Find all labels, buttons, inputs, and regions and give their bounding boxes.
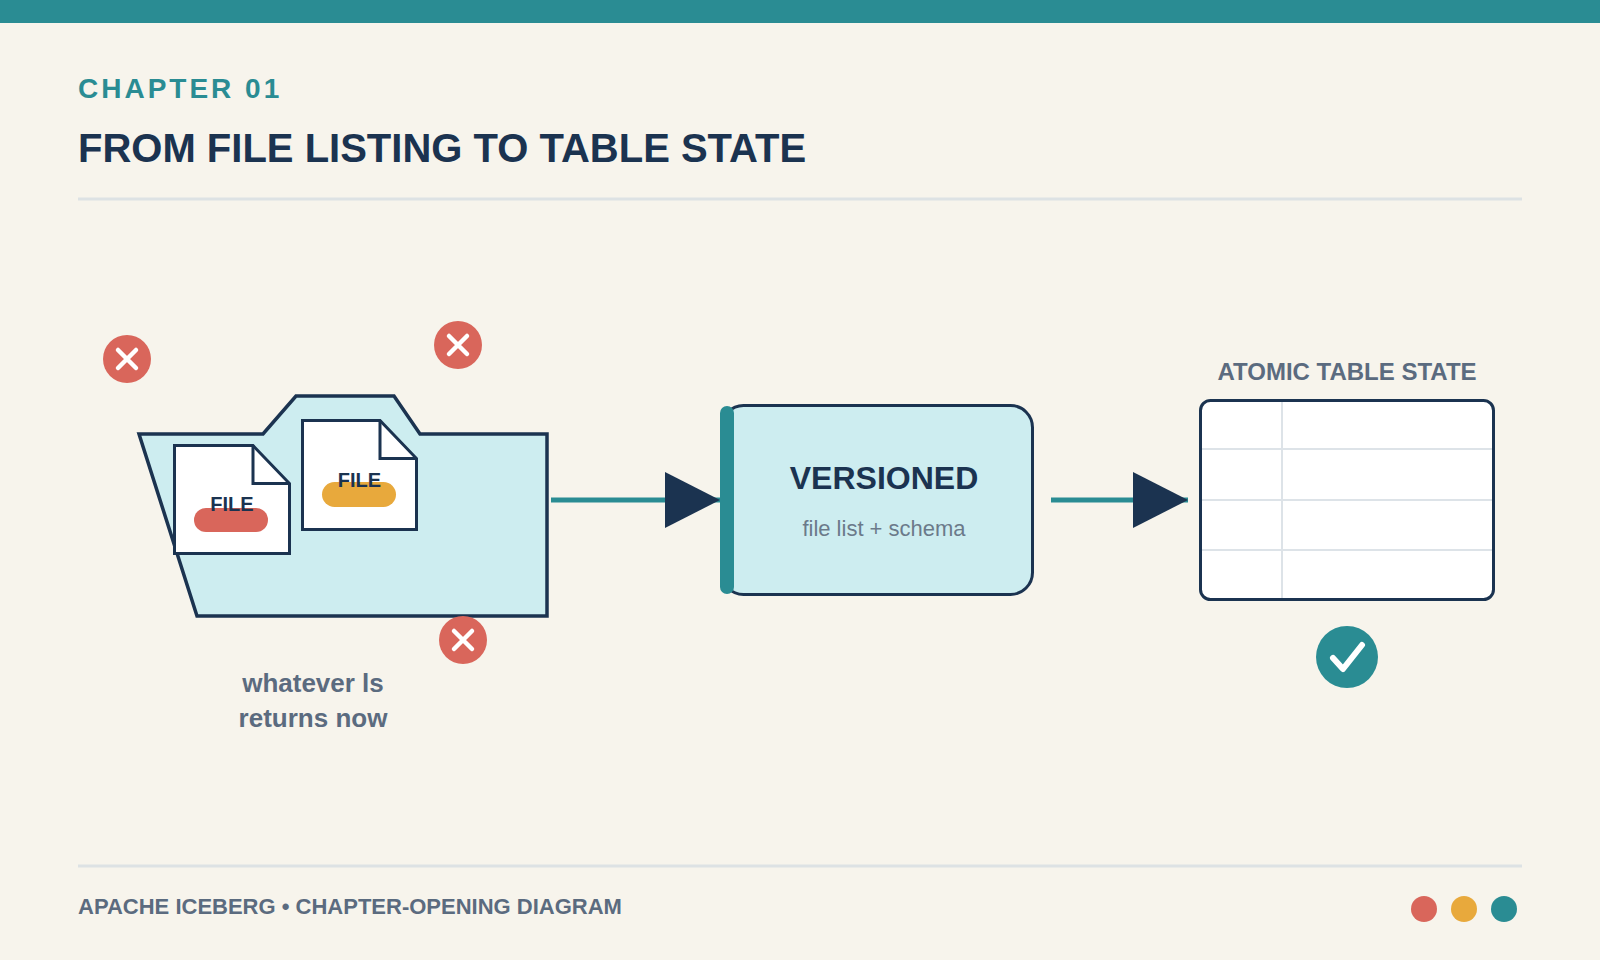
- versioned-outline: [720, 404, 1034, 596]
- box-accent-bar: [720, 406, 734, 594]
- grid-line: [1201, 549, 1495, 551]
- table-outline: [1199, 355, 1495, 601]
- top-bar: [0, 0, 1600, 23]
- table-grid: [1201, 401, 1495, 599]
- grid-line: [1201, 499, 1495, 501]
- file-label: FILE: [173, 492, 291, 516]
- chapter-label: CHAPTER 01: [78, 75, 282, 103]
- grid-line: [1201, 448, 1495, 450]
- table-node: ATOMIC TABLE STATE: [1199, 355, 1495, 601]
- check-tick: [1333, 645, 1362, 669]
- error-cross: [449, 336, 467, 354]
- header-rule: [78, 198, 1522, 201]
- versioned-box: VERSIONED file list + schema: [720, 404, 1034, 596]
- table-border: [1201, 401, 1494, 600]
- footer-dot: [1491, 896, 1517, 922]
- footer-rule: [78, 865, 1522, 868]
- table-heading: ATOMIC TABLE STATE: [1179, 358, 1515, 386]
- box-heading: VERSIONED: [734, 459, 1034, 497]
- file-icon: FILE: [173, 444, 291, 555]
- error-circle: [439, 616, 487, 664]
- footer-label: APACHE ICEBERG • CHAPTER-OPENING DIAGRAM: [78, 896, 622, 918]
- check-circle: [1316, 626, 1378, 688]
- error-circle: [103, 335, 151, 383]
- box-body: file list + schema: [734, 515, 1034, 543]
- error-mark: [103, 335, 151, 383]
- flow-arrow: [1051, 498, 1188, 503]
- file-fold: [253, 446, 290, 484]
- folder-shape: [139, 396, 547, 616]
- footer-dot: [1411, 896, 1437, 922]
- check-mark: [1316, 626, 1378, 688]
- file-icon: FILE: [301, 419, 418, 531]
- box-body-shape: [722, 406, 1033, 595]
- page-title: FROM FILE LISTING TO TABLE STATE: [78, 128, 806, 168]
- error-mark: [439, 616, 487, 664]
- file-label: FILE: [301, 468, 418, 492]
- folder-node: FILEFILEwhatever ls returns now: [139, 396, 547, 726]
- error-cross: [118, 350, 136, 368]
- file-fold: [380, 421, 417, 459]
- error-cross: [454, 631, 472, 649]
- error-mark: [434, 321, 482, 369]
- error-circle: [434, 321, 482, 369]
- footer-dot: [1451, 896, 1477, 922]
- folder-caption: whatever ls returns now: [203, 666, 423, 736]
- flow-arrow: [551, 498, 720, 503]
